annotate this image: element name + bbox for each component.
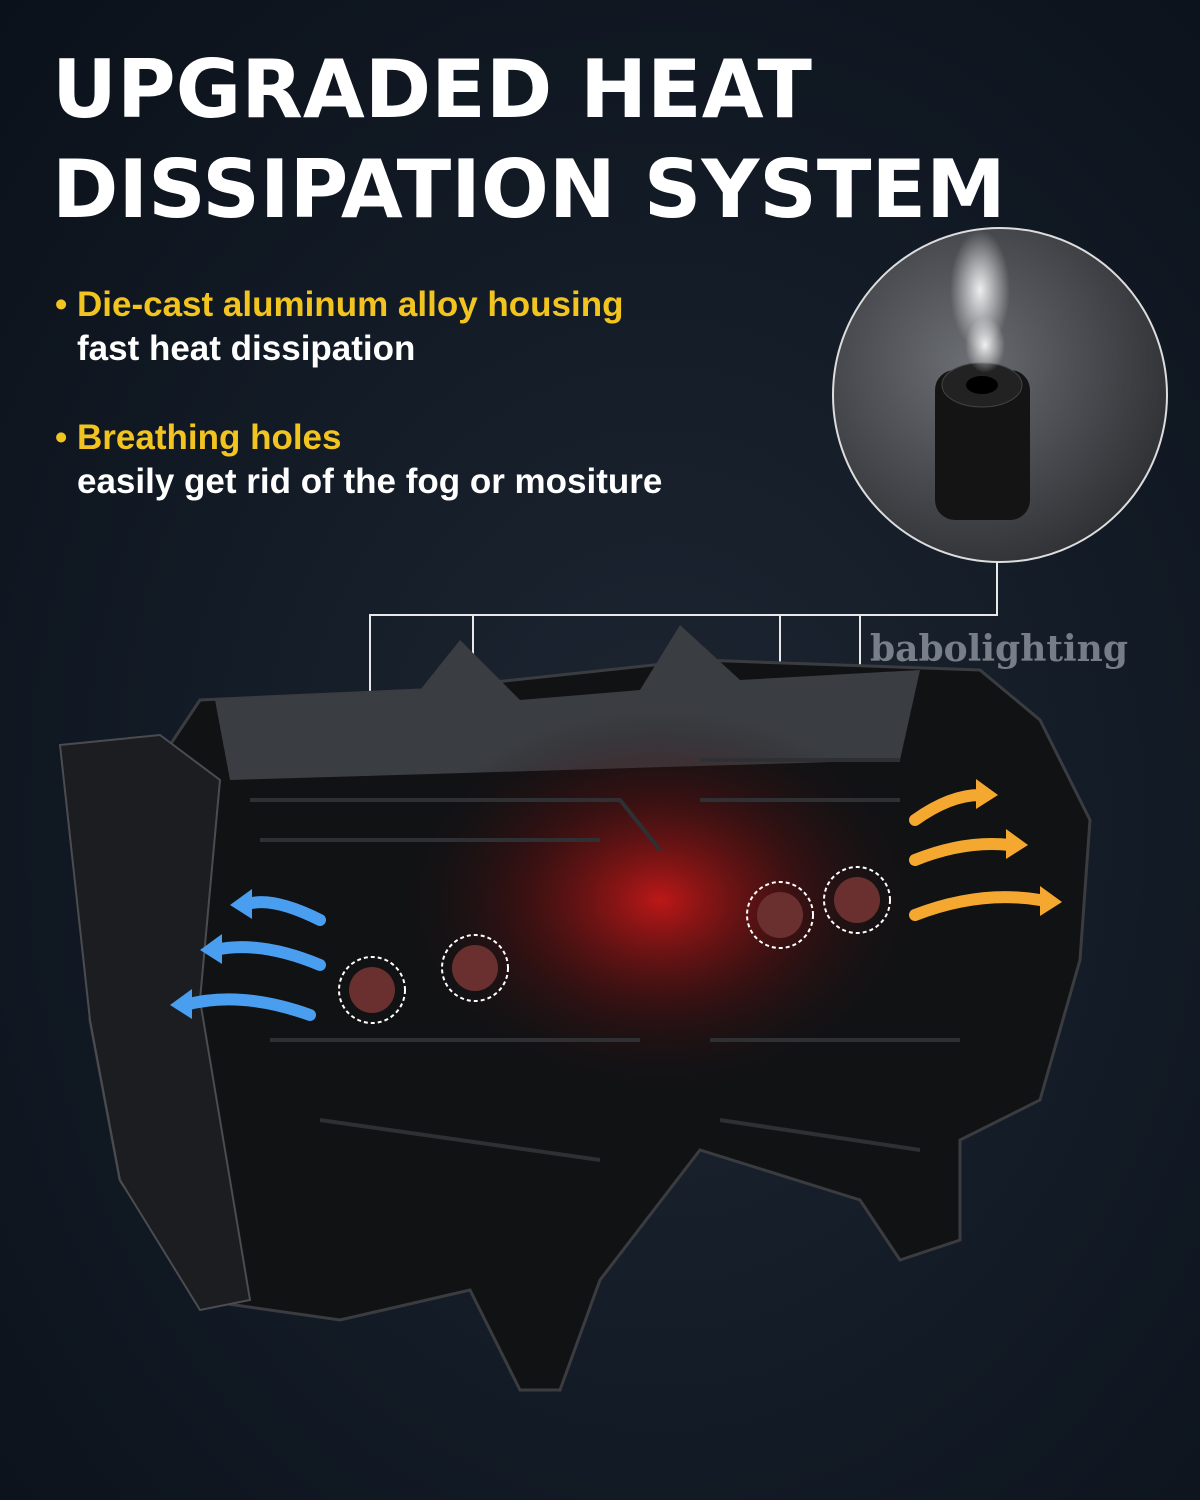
headlight-housing	[58, 625, 1092, 1392]
bullet: •	[55, 285, 68, 324]
watermark: babolighting	[870, 628, 1129, 670]
cool-arrow-heads	[170, 889, 252, 1019]
feature-subtext: fast heat dissipation	[77, 329, 416, 368]
breathing-hole-closeup	[832, 227, 1168, 563]
feature-heading: Breathing holes	[77, 418, 342, 457]
page-title: UPGRADED HEAT DISSIPATION SYSTEM	[52, 40, 1006, 240]
feature-housing: • Die-cast aluminum alloy housing fast h…	[55, 283, 623, 371]
feature-subtext: easily get rid of the fog or mositure	[77, 462, 663, 501]
title-line-2: DISSIPATION SYSTEM	[52, 143, 1006, 236]
warm-arrow-heads	[976, 779, 1062, 916]
title-line-1: UPGRADED HEAT	[52, 43, 812, 136]
feature-heading: Die-cast aluminum alloy housing	[77, 285, 624, 324]
warm-air-arrows	[909, 789, 1046, 921]
breathing-holes	[338, 866, 891, 1024]
bullet: •	[55, 418, 68, 457]
feature-breathing-holes: • Breathing holes easily get rid of the …	[55, 416, 662, 504]
